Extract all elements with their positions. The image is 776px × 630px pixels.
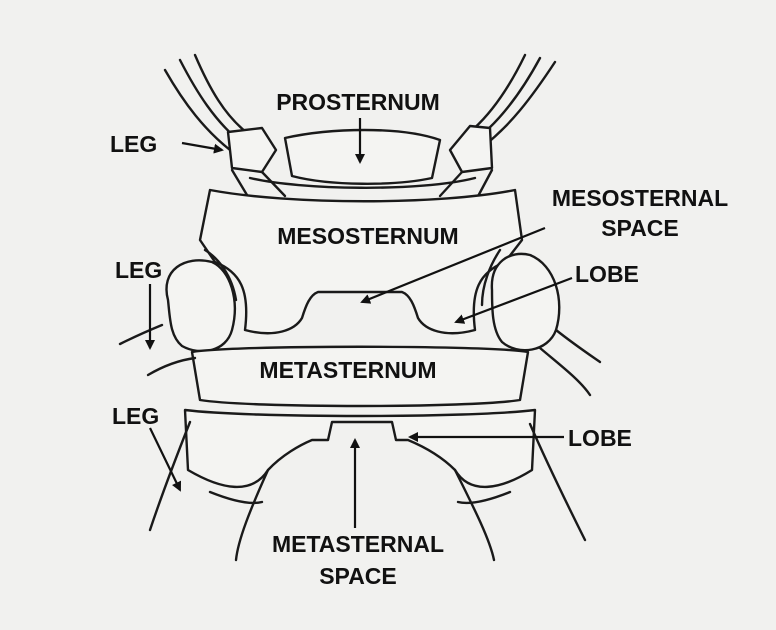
middle-right-leg-drawing	[492, 254, 559, 350]
leg-top-arrow	[182, 143, 222, 150]
label-metasternal-space-line1: METASTERNAL	[272, 531, 444, 557]
label-metasternal-space-line2: SPACE	[319, 563, 397, 589]
prosternum-plate	[285, 130, 440, 184]
upper-left-leg-drawing	[165, 55, 276, 172]
label-prosternum: PROSTERNUM	[276, 89, 440, 115]
label-mesosternal-space-line1: MESOSTERNAL	[552, 185, 728, 211]
mesosternum-plate	[200, 190, 522, 333]
posterior-plate	[185, 410, 535, 487]
label-leg-mid: LEG	[115, 257, 162, 283]
label-mesosternum: MESOSTERNUM	[277, 223, 458, 249]
label-leg-bottom: LEG	[112, 403, 159, 429]
upper-right-leg-drawing	[450, 55, 555, 172]
label-lobe-lower: LOBE	[568, 425, 632, 451]
label-lobe-upper: LOBE	[575, 261, 639, 287]
middle-left-leg-drawing	[166, 260, 234, 351]
label-metasternum: METASTERNUM	[259, 357, 436, 383]
label-leg-top: LEG	[110, 131, 157, 157]
label-mesosternal-space-line2: SPACE	[601, 215, 679, 241]
